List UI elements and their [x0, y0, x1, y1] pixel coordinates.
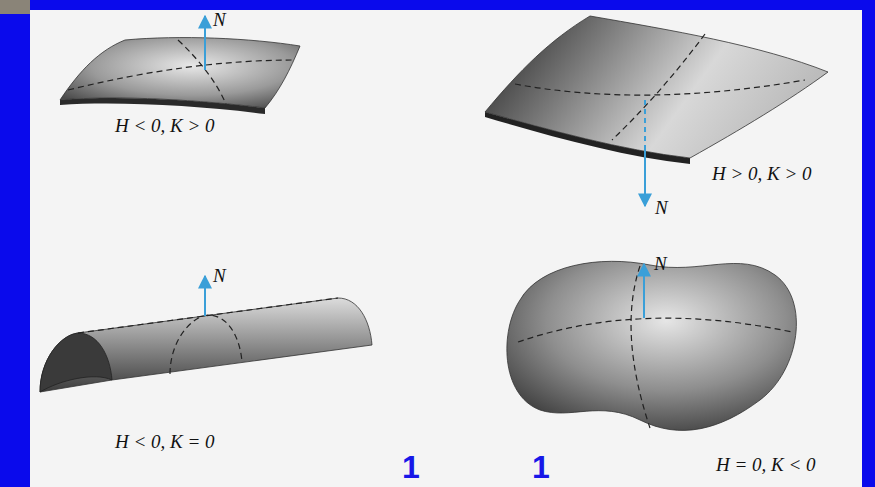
curvature-formula: H < 0, K > 0 [115, 116, 215, 137]
normal-vector-label: N [213, 266, 226, 287]
normal-vector-label: N [654, 254, 667, 275]
curvature-formula: H > 0, K > 0 [712, 164, 812, 185]
bowl-surface [485, 16, 828, 206]
dome-surface [60, 16, 300, 114]
frame-bar [0, 0, 875, 10]
curvature-formula: H = 0, K < 0 [716, 455, 816, 476]
curvature-formula: H < 0, K = 0 [115, 432, 215, 453]
normal-vector-label: N [213, 10, 226, 31]
cylinder-surface [40, 276, 372, 392]
normal-vector-label: N [655, 198, 668, 219]
slide-number: 1 [532, 451, 550, 483]
saddle-surface [507, 261, 797, 430]
corner-patch [0, 0, 30, 14]
frame-bar [862, 0, 875, 487]
slide-number: 1 [402, 451, 420, 483]
frame-bar [0, 0, 30, 487]
